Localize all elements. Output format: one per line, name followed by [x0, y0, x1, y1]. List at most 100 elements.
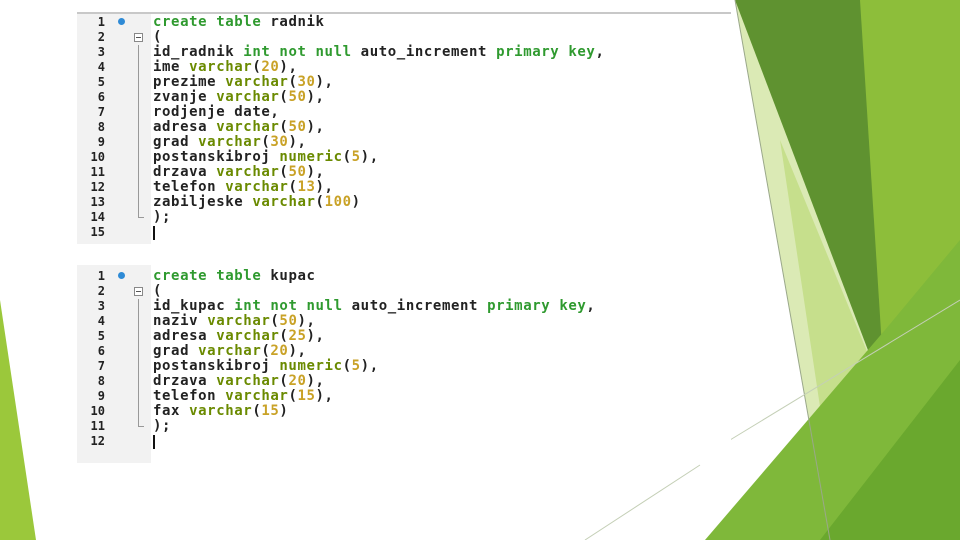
code-text[interactable]: adresa varchar(25), [153, 329, 325, 344]
code-line[interactable]: 2( [77, 284, 717, 299]
code-token-p: ( [279, 373, 289, 389]
fold-guide [118, 404, 139, 419]
code-line[interactable]: 11 drzava varchar(50), [77, 165, 717, 180]
code-token-type: varchar [189, 59, 253, 75]
line-number: 4 [97, 314, 105, 328]
code-text[interactable]: id_radnik int not null auto_increment pr… [153, 45, 604, 60]
code-token-p: ), [306, 119, 325, 135]
code-token-type: varchar [216, 328, 280, 344]
code-line[interactable]: 15 [77, 225, 717, 240]
decor-line-1 [734, 0, 831, 540]
code-line[interactable]: 10 fax varchar(15) [77, 404, 717, 419]
line-number: 7 [97, 359, 105, 373]
fold-guide [118, 105, 139, 120]
code-token-p: ( [261, 343, 271, 359]
code-line[interactable]: 7 postanskibroj numeric(5), [77, 359, 717, 374]
code-text[interactable]: zabiljeske varchar(100) [153, 195, 361, 210]
code-text[interactable]: fax varchar(15) [153, 404, 288, 419]
code-text[interactable]: grad varchar(30), [153, 135, 307, 150]
code-token-p: ), [306, 328, 325, 344]
code-token-p: ), [306, 89, 325, 105]
code-text[interactable]: drzava varchar(50), [153, 165, 325, 180]
fold-empty [118, 434, 132, 449]
code-line[interactable]: 14); [77, 210, 717, 225]
code-text[interactable]: ); [153, 419, 171, 434]
code-token-p: ), [306, 373, 325, 389]
code-token-num: 5 [351, 358, 361, 374]
code-token-p: ( [288, 179, 298, 195]
code-token-p: ) [279, 403, 289, 419]
code-text[interactable]: ( [153, 30, 162, 45]
line-number: 10 [90, 404, 105, 418]
code-text[interactable]: ( [153, 284, 162, 299]
code-line[interactable]: 9 grad varchar(30), [77, 135, 717, 150]
code-text[interactable]: create table radnik [153, 15, 325, 30]
fold-collapse-icon[interactable] [118, 284, 143, 299]
code-token-num: 100 [324, 194, 352, 210]
fold-guide [118, 389, 139, 404]
line-number: 9 [97, 135, 105, 149]
code-text[interactable]: zvanje varchar(50), [153, 90, 325, 105]
code-line[interactable]: 4 naziv varchar(50), [77, 314, 717, 329]
code-text[interactable]: prezime varchar(30), [153, 75, 334, 90]
line-number: 2 [97, 30, 105, 44]
code-token-type: varchar [216, 119, 280, 135]
line-number: 11 [90, 165, 105, 179]
code-text[interactable]: ime varchar(20), [153, 60, 297, 75]
code-text[interactable]: id_kupac int not null auto_increment pri… [153, 299, 595, 314]
code-text[interactable]: telefon varchar(13), [153, 180, 334, 195]
code-text[interactable]: naziv varchar(50), [153, 314, 316, 329]
line-number: 15 [90, 225, 105, 239]
fold-guide [118, 150, 139, 165]
line-number: 14 [90, 210, 105, 224]
fold-collapse-icon[interactable] [118, 30, 143, 45]
code-token-id: postanskibroj [153, 358, 280, 374]
code-token-type: varchar [198, 343, 262, 359]
code-text[interactable]: grad varchar(20), [153, 344, 307, 359]
code-text[interactable]: drzava varchar(20), [153, 374, 325, 389]
decor-line-3 [584, 464, 701, 540]
code-line[interactable]: 12 [77, 434, 717, 449]
code-text[interactable]: postanskibroj numeric(5), [153, 150, 379, 165]
code-text[interactable]: create table kupac [153, 269, 316, 284]
fold-end-guide [118, 210, 144, 225]
code-token-id: postanskibroj [153, 149, 280, 165]
code-token-p: ( [279, 164, 289, 180]
code-line[interactable]: 11); [77, 419, 717, 434]
decor-line-2 [729, 299, 960, 441]
code-line[interactable]: 2( [77, 30, 717, 45]
code-text[interactable]: postanskibroj numeric(5), [153, 359, 379, 374]
code-token-p: ), [360, 149, 379, 165]
fold-guide [118, 344, 139, 359]
code-token-p: ), [297, 313, 316, 329]
code-text[interactable]: ); [153, 210, 171, 225]
line-number: 2 [97, 284, 105, 298]
code-text[interactable]: rodjenje date, [153, 105, 279, 120]
code-token-type: varchar [207, 313, 271, 329]
bookmark-dot-icon [118, 269, 132, 284]
code-token-p: ( [153, 283, 163, 299]
code-text[interactable]: adresa varchar(50), [153, 120, 325, 135]
code-text[interactable]: telefon varchar(15), [153, 389, 334, 404]
code-token-num: 15 [261, 403, 280, 419]
fold-guide [118, 90, 139, 105]
